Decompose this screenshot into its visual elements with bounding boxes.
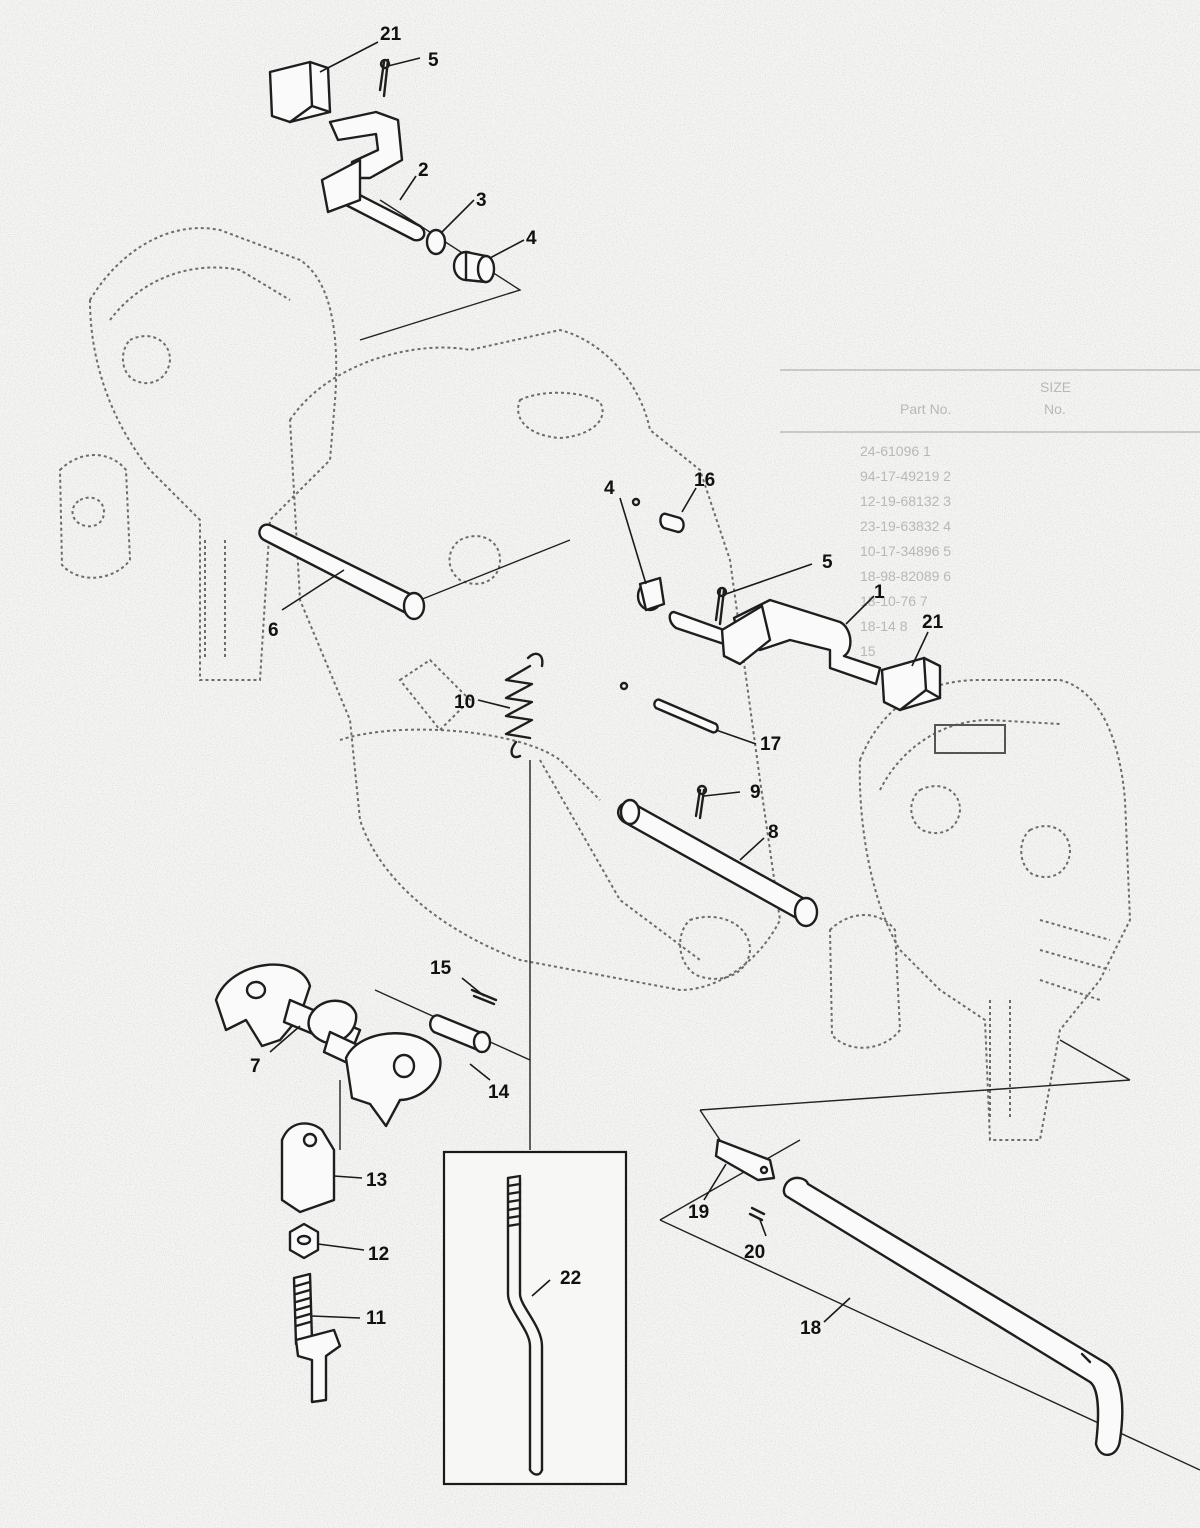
callout-12: 12 xyxy=(368,1244,389,1265)
part-21-top-block xyxy=(268,60,332,124)
callout-10: 10 xyxy=(454,692,475,713)
part-5-cotter-pin-mid xyxy=(714,586,728,626)
faint-table-header-partno: Part No. xyxy=(900,401,951,417)
part-2-lever xyxy=(320,110,426,242)
callout-4-mid: 4 xyxy=(604,478,615,499)
part-20-pin xyxy=(748,1206,766,1222)
part-12-nut xyxy=(288,1222,320,1260)
callout-8: 8 xyxy=(768,822,779,843)
part-13-clevis xyxy=(280,1122,336,1214)
part-6-tilt-tube xyxy=(258,523,426,621)
callout-6: 6 xyxy=(268,620,279,641)
callout-7: 7 xyxy=(250,1056,261,1077)
callout-21-top: 21 xyxy=(380,24,402,45)
callout-19: 19 xyxy=(688,1202,709,1223)
callout-16: 16 xyxy=(694,470,715,491)
faint-table-row: 10-17-34896 5 xyxy=(860,543,951,559)
part-9-pin xyxy=(694,784,708,820)
callout-11: 11 xyxy=(366,1308,387,1329)
callout-21-right: 21 xyxy=(922,612,944,633)
part-5-cotter-pin-top xyxy=(378,58,391,98)
faint-table-row: 18-14 8 xyxy=(860,618,908,634)
faint-table-rows: 24-61096 1 94-17-49219 2 12-19-68132 3 2… xyxy=(860,443,951,659)
callout-2: 2 xyxy=(418,160,429,181)
part-16-plug xyxy=(631,497,685,534)
faint-table-row: 23-19-63832 4 xyxy=(860,518,951,534)
part-4-bushing-mid xyxy=(636,576,666,612)
ghosted-left-clamp-bracket xyxy=(58,227,338,681)
part-7-tilt-lock-assembly xyxy=(214,963,442,1128)
callout-4-top: 4 xyxy=(526,228,537,249)
callout-5-top: 5 xyxy=(428,50,439,71)
part-10-spring xyxy=(504,652,544,759)
callout-15: 15 xyxy=(430,958,452,979)
faint-table-header-no: No. xyxy=(1044,401,1066,417)
faint-table-row: 15 xyxy=(860,643,876,659)
callout-9: 9 xyxy=(750,782,761,803)
faint-table-row: 24-61096 1 xyxy=(860,443,931,459)
part-3-washer xyxy=(425,228,447,256)
callout-20: 20 xyxy=(744,1242,765,1263)
inset-box-part-22 xyxy=(442,1150,628,1486)
faint-table-row: 18-10-76 7 xyxy=(860,593,928,609)
callout-18: 18 xyxy=(800,1318,821,1339)
part-19-latch xyxy=(714,1138,776,1182)
part-11-threaded-rod xyxy=(292,1272,342,1404)
callout-17: 17 xyxy=(760,734,781,755)
leader-lines xyxy=(269,41,929,1323)
part-8-tilt-tube xyxy=(617,798,819,928)
part-18-handle-rod xyxy=(782,1176,1124,1456)
part-17-pin xyxy=(619,681,719,734)
part-4-bushing-top xyxy=(452,250,496,284)
ghosted-right-clamp-bracket xyxy=(828,679,1132,1141)
faint-table-row: 12-19-68132 3 xyxy=(860,493,951,509)
callout-1: 1 xyxy=(874,582,885,603)
part-21-right-block xyxy=(880,656,942,712)
callout-22: 22 xyxy=(560,1268,581,1289)
callout-14: 14 xyxy=(488,1082,510,1103)
callout-3: 3 xyxy=(476,190,487,211)
bleed-through-parts-table: SIZE Part No. No. 24-61096 1 94-17-49219… xyxy=(780,369,1200,659)
part-1-lever xyxy=(668,598,882,686)
callout-5-mid: 5 xyxy=(822,552,833,573)
part-14-pin xyxy=(429,1014,492,1054)
faint-table-row: 18-98-82089 6 xyxy=(860,568,951,584)
ghosted-swivel-housing xyxy=(288,328,782,992)
callout-13: 13 xyxy=(366,1170,387,1191)
faint-table-header-size: SIZE xyxy=(1040,379,1071,395)
callout-labels: 21 5 2 3 4 16 4 5 1 21 6 10 17 9 8 15 7 … xyxy=(250,24,944,1339)
faint-table-row: 94-17-49219 2 xyxy=(860,468,951,484)
